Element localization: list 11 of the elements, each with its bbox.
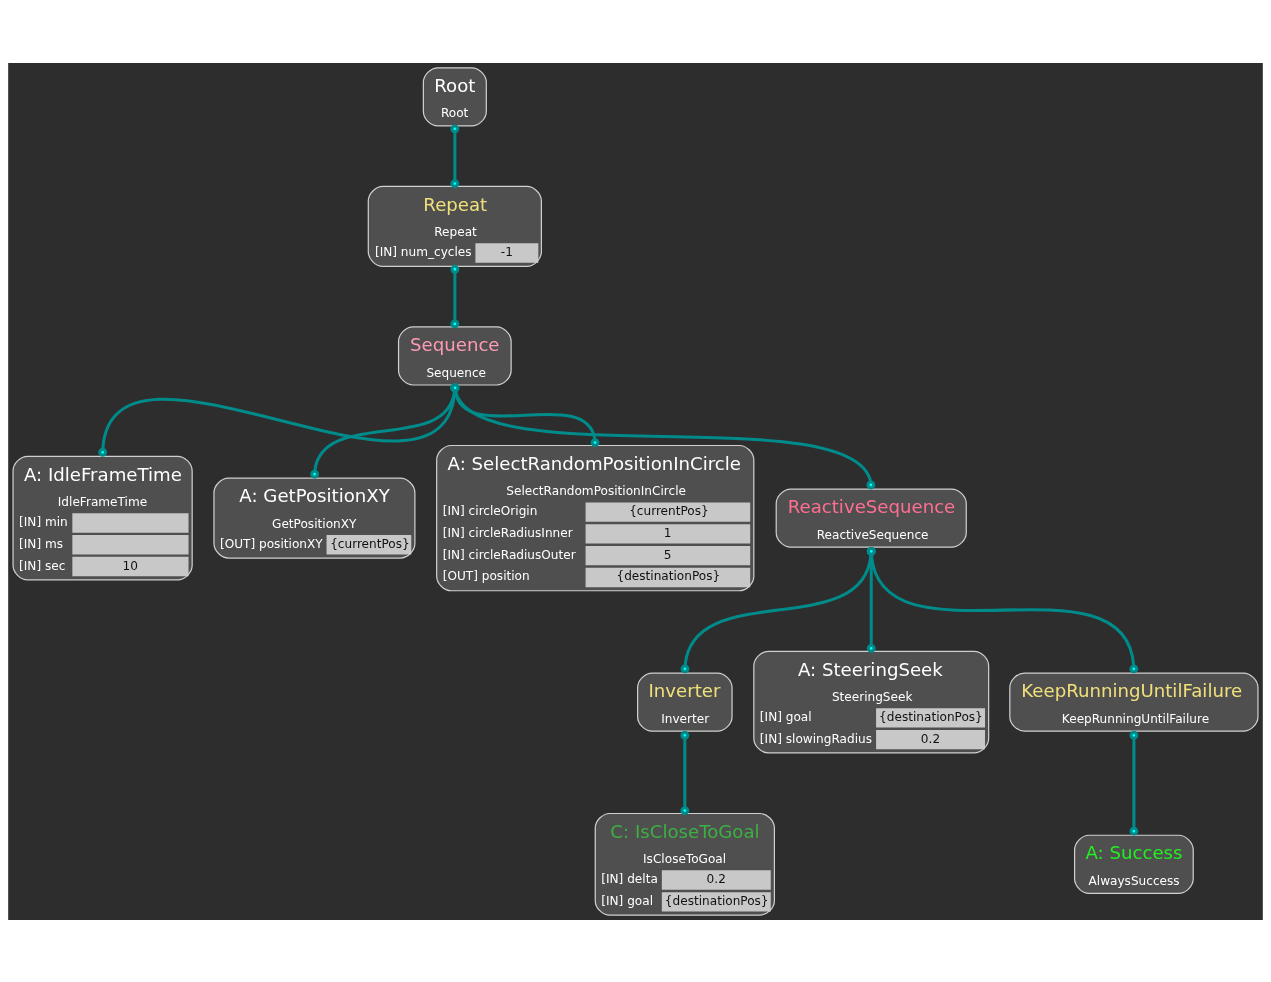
- connector: [450, 382, 600, 447]
- connector: [680, 546, 876, 673]
- connector: [680, 730, 690, 815]
- connector: [450, 382, 876, 489]
- connector: [98, 382, 460, 457]
- connector: [866, 546, 1139, 673]
- connector: [1129, 730, 1139, 836]
- connector: [450, 264, 460, 328]
- connector: [450, 123, 460, 188]
- connector: [310, 382, 460, 478]
- connector: [866, 546, 876, 653]
